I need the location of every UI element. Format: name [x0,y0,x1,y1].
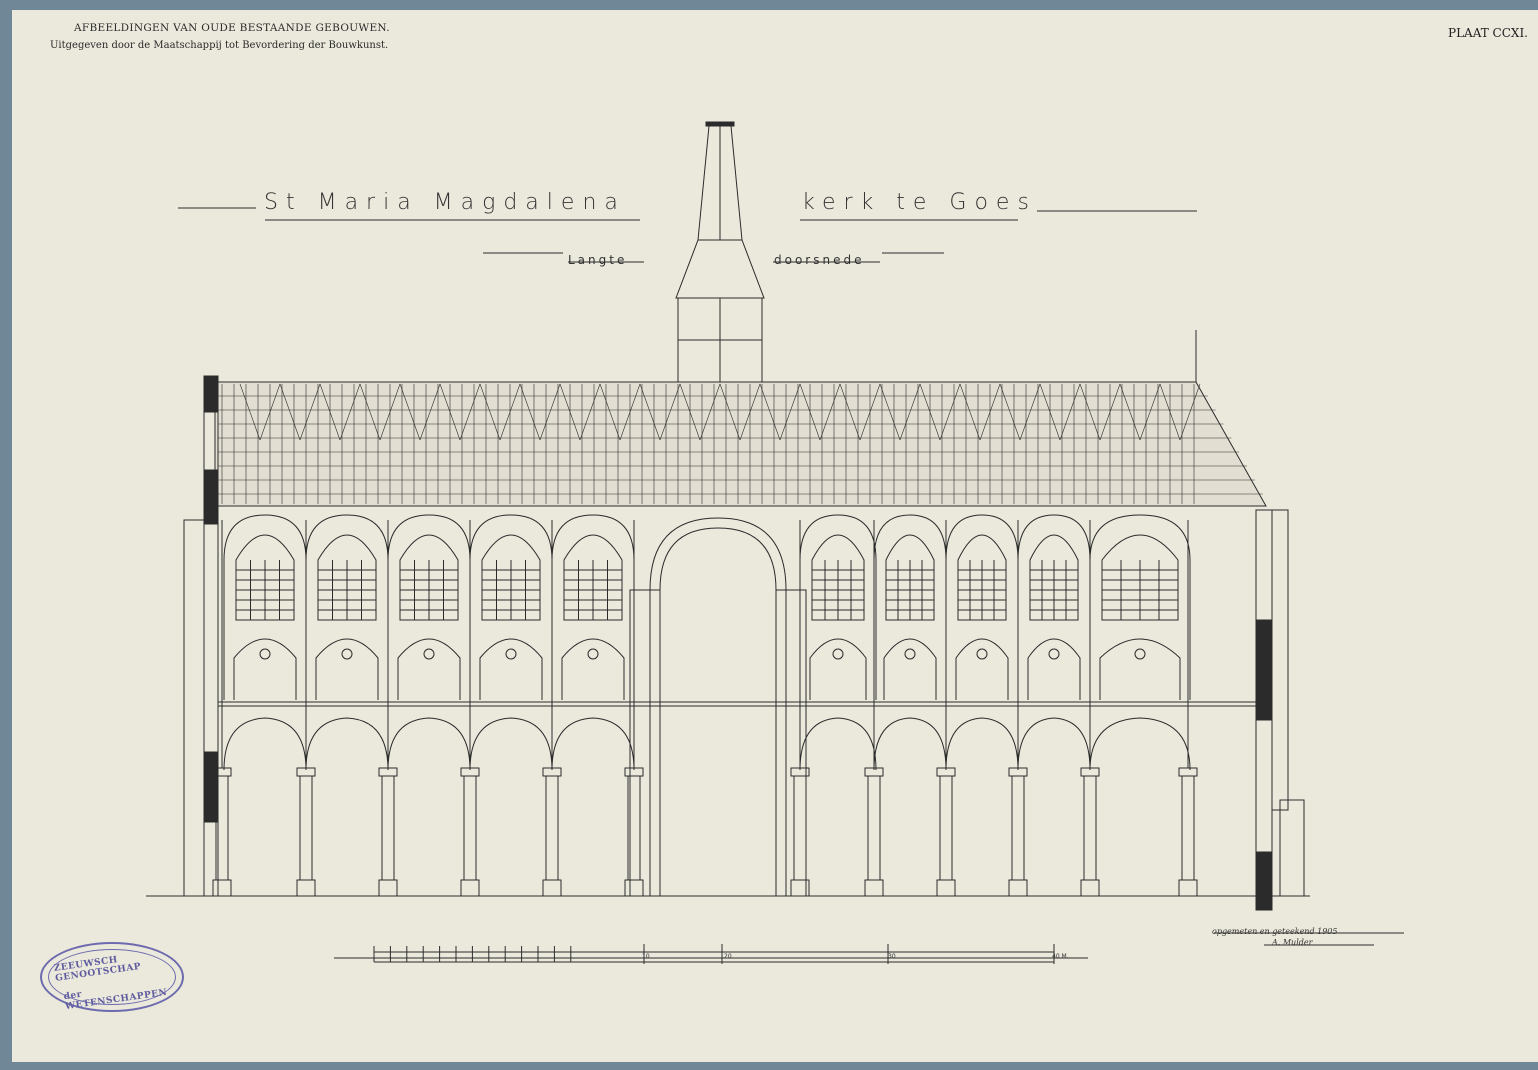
nave-bay [1089,514,1191,771]
vault-rib [945,514,1019,700]
nave-bay [551,514,635,771]
roundel [832,648,844,660]
plate-number: PLAAT CCXI. [1448,26,1528,40]
nave-column [542,520,562,897]
nave-column [1178,520,1198,897]
arcade-arch [223,717,307,771]
clerestory-window [957,534,1007,621]
nave-bay [873,514,947,771]
clerestory-window [563,534,623,621]
triforium-arch [809,638,867,700]
nave-column [378,520,398,897]
arcade-arch [799,717,877,771]
triforium-arch [315,638,379,700]
scale-label-30: 30 [888,953,896,960]
title-church-place: kerk te Goes [802,190,1037,215]
publisher-line: Uitgegeven door de Maatschappij tot Bevo… [50,40,389,51]
vault-rib [873,514,947,700]
triforium-arch [479,638,543,700]
clerestory-window [481,534,541,621]
triforium-arch [955,638,1009,700]
nave-roof [203,330,1267,507]
nave-column [790,520,810,897]
arcade-arch [305,717,389,771]
scale-label-20: 20 [724,953,732,960]
nave-bays [212,514,1198,897]
vault-rib [551,514,635,700]
roundel [587,648,599,660]
arcade-arch [551,717,635,771]
nave-column [1008,520,1028,897]
nave-bay [223,514,307,771]
clerestory-window [399,534,459,621]
arcade-arch [873,717,947,771]
arcade-arch [387,717,471,771]
clerestory-window [235,534,295,621]
nave-column [296,520,316,897]
vault-rib [1089,514,1191,700]
triforium-arch [561,638,625,700]
triforium-arch [397,638,461,700]
nave-bay [945,514,1019,771]
arcade-arch [1017,717,1091,771]
subtitle-section: doorsnede [774,253,865,267]
arcade-arch [945,717,1019,771]
roundel [423,648,435,660]
clerestory-window [1101,534,1179,621]
roundel [505,648,517,660]
vault-rib [305,514,389,700]
nave-bay [305,514,389,771]
west-wall [183,379,219,897]
signature-line-2: A. Mulder [1272,938,1313,947]
triforium-arch [1099,638,1181,700]
roundel [341,648,353,660]
roundel [1048,648,1060,660]
roundel [976,648,988,660]
scale-label-40: 40 M. [1052,953,1069,960]
scale-label-10: 10 [642,953,650,960]
scale-bar [334,944,1088,964]
society-stamp: ZEEUWSCH GENOOTSCHAP der WETENSCHAPPEN [40,942,184,1012]
title-rules [178,207,1197,263]
clerestory-window [811,534,865,621]
nave-bay [1017,514,1091,771]
triforium-arch [883,638,937,700]
nave-bay [387,514,471,771]
arcade-arch [469,717,553,771]
nave-column [864,520,884,897]
vault-rib [223,514,307,700]
triforium-arch [1027,638,1081,700]
east-wall [1255,509,1305,911]
triforium-arch [233,638,297,700]
roundel [259,648,271,660]
roundel [904,648,916,660]
clerestory-window [1029,534,1079,621]
vault-rib [1017,514,1091,700]
vault-rib [469,514,553,700]
clerestory-window [885,534,935,621]
vault-rib [387,514,471,700]
nave-column [460,520,480,897]
nave-bay [469,514,553,771]
title-church-name: St Maria Magdalena [264,190,626,215]
nave-column [212,520,232,897]
roundel [1134,648,1146,660]
signature-line-1: opgemeten en geteekend 1905 [1212,927,1338,936]
nave-bay [799,514,877,771]
nave-column [936,520,956,897]
nave-column [1080,520,1100,897]
stamp-inner-ring [48,949,176,1005]
drawing-sheet: AFBEELDINGEN VAN OUDE BESTAANDE GEBOUWEN… [12,10,1538,1062]
crossing-arch [629,517,807,897]
arcade-arch [1089,717,1191,771]
clerestory-window [317,534,377,621]
series-title: AFBEELDINGEN VAN OUDE BESTAANDE GEBOUWEN… [74,22,390,34]
nave-column [624,520,644,897]
subtitle-longitudinal: Langte [568,253,628,267]
